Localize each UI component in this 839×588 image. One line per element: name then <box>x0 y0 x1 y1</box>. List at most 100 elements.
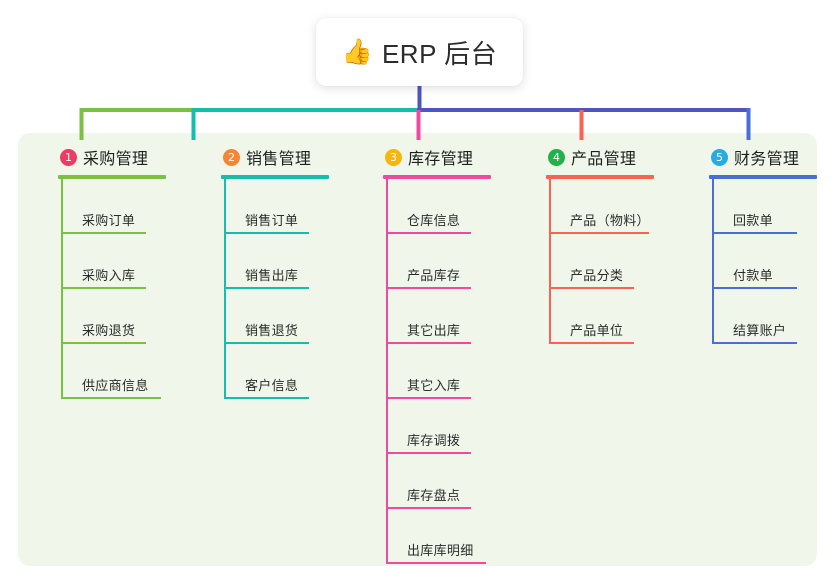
list-item[interactable]: 产品单位 <box>549 289 691 344</box>
list-item[interactable]: 产品（物料） <box>549 179 691 234</box>
list-item-label: 产品（物料） <box>570 213 650 228</box>
column-badge-2: 2 <box>223 148 240 166</box>
list-item-underline <box>224 232 309 234</box>
list-item-underline <box>712 232 797 234</box>
list-item[interactable]: 产品库存 <box>386 234 528 289</box>
list-item[interactable]: 出库库明细 <box>386 509 528 564</box>
list-item-label: 其它入库 <box>407 378 461 393</box>
column-items: 仓库信息产品库存其它出库其它入库库存调拨库存盘点出库库明细 <box>386 179 528 564</box>
list-item[interactable]: 销售出库 <box>224 234 366 289</box>
column-badge-3: 3 <box>385 148 402 166</box>
list-item-label: 客户信息 <box>245 378 299 393</box>
list-item-label: 付款单 <box>733 268 773 283</box>
list-item[interactable]: 采购入库 <box>61 234 203 289</box>
list-item-label: 产品单位 <box>570 323 624 338</box>
column-header-2[interactable]: 2 销售管理 <box>203 145 366 169</box>
column-header-underline <box>383 175 491 179</box>
column-header-underline <box>709 175 817 179</box>
list-item-label: 采购订单 <box>82 213 136 228</box>
diagram-background-panel <box>18 133 817 566</box>
list-item-underline <box>61 342 146 344</box>
list-item-underline <box>224 287 309 289</box>
column-badge-1: 1 <box>60 148 77 166</box>
column-header-underline <box>546 175 654 179</box>
column-badge-5: 5 <box>711 148 728 166</box>
list-item-underline <box>224 342 309 344</box>
list-item[interactable]: 结算账户 <box>712 289 839 344</box>
list-item-underline <box>549 232 649 234</box>
list-item-label: 供应商信息 <box>82 378 149 393</box>
column-3: 3 库存管理仓库信息产品库存其它出库其它入库库存调拨库存盘点出库库明细 <box>365 145 528 564</box>
list-item[interactable]: 采购订单 <box>61 179 203 234</box>
list-item-label: 销售订单 <box>245 213 299 228</box>
root-node-title: ERP 后台 <box>381 38 498 69</box>
list-item-label: 采购入库 <box>82 268 136 283</box>
list-item-underline <box>549 287 634 289</box>
list-item[interactable]: 仓库信息 <box>386 179 528 234</box>
column-title: 产品管理 <box>571 151 637 168</box>
list-item[interactable]: 回款单 <box>712 179 839 234</box>
list-item-label: 仓库信息 <box>407 213 461 228</box>
list-item-label: 销售退货 <box>245 323 299 338</box>
list-item-underline <box>61 232 146 234</box>
list-item-label: 回款单 <box>733 213 773 228</box>
list-item-label: 库存盘点 <box>407 488 461 503</box>
column-items: 采购订单采购入库采购退货供应商信息 <box>61 179 203 399</box>
list-item[interactable]: 付款单 <box>712 234 839 289</box>
list-item-underline <box>61 287 146 289</box>
column-2: 2 销售管理销售订单销售出库销售退货客户信息 <box>203 145 366 399</box>
column-1: 1 采购管理采购订单采购入库采购退货供应商信息 <box>40 145 203 399</box>
column-title: 库存管理 <box>408 151 474 168</box>
list-item-label: 采购退货 <box>82 323 136 338</box>
list-item[interactable]: 其它入库 <box>386 344 528 399</box>
column-spine <box>712 179 714 344</box>
column-title: 销售管理 <box>246 151 312 168</box>
list-item-label: 结算账户 <box>733 323 787 338</box>
list-item-underline <box>386 342 471 344</box>
list-item-underline <box>386 562 486 564</box>
column-spine <box>61 179 63 399</box>
list-item[interactable]: 客户信息 <box>224 344 366 399</box>
list-item[interactable]: 销售退货 <box>224 289 366 344</box>
list-item-underline <box>712 342 797 344</box>
root-node[interactable]: 👍 ERP 后台 <box>316 18 523 86</box>
column-items: 产品（物料） 产品分类产品单位 <box>549 179 691 344</box>
column-header-underline <box>221 175 329 179</box>
list-item-underline <box>224 397 309 399</box>
list-item-label: 库存调拨 <box>407 433 461 448</box>
column-header-3[interactable]: 3 库存管理 <box>365 145 528 169</box>
list-item[interactable]: 产品分类 <box>549 234 691 289</box>
list-item-label: 销售出库 <box>245 268 299 283</box>
column-header-5[interactable]: 5 财务管理 <box>691 145 839 169</box>
column-spine <box>224 179 226 399</box>
list-item-underline <box>386 452 471 454</box>
list-item[interactable]: 供应商信息 <box>61 344 203 399</box>
list-item-label: 其它出库 <box>407 323 461 338</box>
list-item-label: 产品分类 <box>570 268 624 283</box>
list-item[interactable]: 其它出库 <box>386 289 528 344</box>
list-item-underline <box>386 507 471 509</box>
list-item-underline <box>386 287 471 289</box>
column-items: 销售订单销售出库销售退货客户信息 <box>224 179 366 399</box>
list-item-label: 产品库存 <box>407 268 461 283</box>
list-item-underline <box>61 397 161 399</box>
list-item-label: 出库库明细 <box>407 543 474 558</box>
list-item[interactable]: 库存盘点 <box>386 454 528 509</box>
list-item[interactable]: 采购退货 <box>61 289 203 344</box>
list-item-underline <box>712 287 797 289</box>
column-title: 采购管理 <box>83 151 149 168</box>
list-item[interactable]: 库存调拨 <box>386 399 528 454</box>
column-header-1[interactable]: 1 采购管理 <box>40 145 203 169</box>
list-item[interactable]: 销售订单 <box>224 179 366 234</box>
column-header-4[interactable]: 4 产品管理 <box>528 145 691 169</box>
column-spine <box>549 179 551 344</box>
column-5: 5 财务管理回款单付款单结算账户 <box>691 145 839 344</box>
list-item-underline <box>386 397 471 399</box>
column-items: 回款单付款单结算账户 <box>712 179 839 344</box>
thumbs-up-icon: 👍 <box>341 37 373 66</box>
column-header-underline <box>58 175 166 179</box>
column-badge-4: 4 <box>548 148 565 166</box>
column-4: 4 产品管理产品（物料） 产品分类产品单位 <box>528 145 691 344</box>
list-item-underline <box>549 342 634 344</box>
column-title: 财务管理 <box>734 151 800 168</box>
